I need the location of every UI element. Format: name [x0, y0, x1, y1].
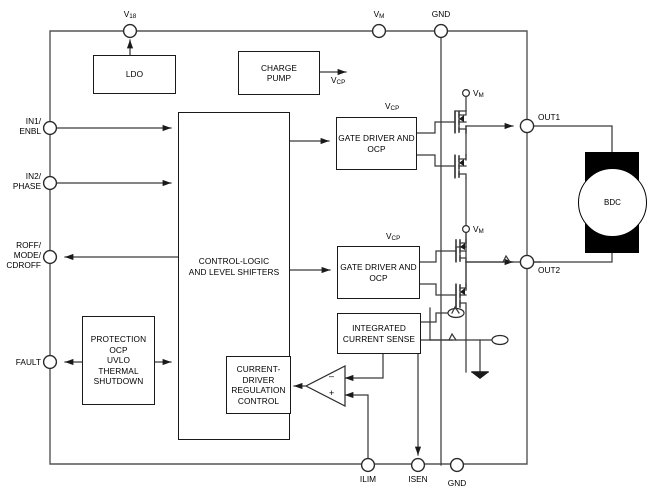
block-charge-pump-label-line1: CHARGE [260, 62, 298, 73]
pin-label-out1: OUT1 [538, 112, 561, 122]
pin-label-fault: FAULT [15, 357, 41, 367]
block-current-driver-label-line2: DRIVER [242, 374, 275, 385]
pin-label-in1-enbl: IN1/ ENBL [0, 116, 41, 136]
net-label-vcp-cp-sub: CP [336, 79, 346, 86]
block-protection-label-line2: OCP [109, 344, 128, 355]
pin-label-in2-line2: PHASE [12, 181, 41, 192]
pin-label-roff-line3: CDROFF [6, 260, 41, 271]
pin-label-in2-phase: IN2/ PHASE [0, 171, 41, 191]
block-gate-driver-2-label-line2: OCP [369, 272, 388, 283]
net-label-vm-hs1-sub: M [478, 92, 484, 99]
net-label-vcp-gd1-base: V [385, 101, 391, 111]
net-label-vcp-gd1-sub: CP [390, 105, 400, 112]
block-protection-label-line5: SHUTDOWN [93, 376, 144, 387]
net-label-vm-hs2-base: V [473, 224, 479, 234]
block-control-logic-label-line2: AND LEVEL SHIFTERS [188, 266, 280, 277]
net-label-vm-half-bridge-2: VM [473, 224, 484, 237]
pin-label-vm-base: V [373, 9, 380, 19]
net-label-vcp-charge-pump-out: VCP [331, 75, 345, 88]
pin-label-roff-line1: ROFF/ [16, 240, 41, 250]
comparator-minus-sign: – [329, 371, 335, 381]
pin-label-roff-mode-cdroff: ROFF/ MODE/ CDROFF [0, 240, 41, 271]
pin-label-roff-line2: MODE/ [13, 250, 41, 261]
block-current-sense-label-line1: INTEGRATED [352, 323, 406, 333]
pin-label-in1-line1: IN1/ [25, 116, 41, 126]
block-gate-driver-1[interactable]: GATE DRIVER AND OCP [336, 117, 417, 170]
block-current-driver-label-line1: CURRENT- [236, 364, 281, 374]
net-label-vcp-gd2-base: V [386, 231, 392, 241]
block-charge-pump-label-line2: PUMP [266, 73, 292, 83]
block-current-driver-label-line3: REGULATION [231, 385, 286, 395]
pin-label-v18: V18 [110, 9, 150, 22]
net-label-vm-hs1-base: V [473, 88, 479, 98]
block-protection-label-line4: THERMAL [98, 365, 139, 376]
block-current-sense-label-line2: CURRENT SENSE [342, 333, 416, 344]
pin-label-gnd-bottom: GND [447, 478, 467, 488]
pin-label-vm-sub: M [379, 13, 385, 20]
pin-label-v18-base: V [123, 9, 130, 19]
block-current-driver-regulation-control[interactable]: CURRENT- DRIVER REGULATION CONTROL [226, 356, 291, 414]
pin-label-gnd-top: GND [431, 9, 451, 19]
block-ldo[interactable]: LDO [93, 55, 176, 94]
block-gate-driver-1-label-line1: GATE DRIVER AND [338, 133, 415, 143]
net-label-vcp-gate-driver-1: VCP [385, 101, 399, 114]
pin-label-in2-line1: IN2/ [25, 171, 41, 181]
block-protection[interactable]: PROTECTION OCP UVLO THERMAL SHUTDOWN [82, 316, 155, 405]
block-charge-pump[interactable]: CHARGE PUMP [238, 51, 320, 95]
block-control-logic-label-line1: CONTROL-LOGIC [198, 256, 270, 266]
block-protection-label-line1: PROTECTION [90, 334, 147, 345]
net-label-vm-half-bridge-1: VM [473, 88, 484, 101]
block-gate-driver-2-label-line1: GATE DRIVER AND [340, 262, 417, 272]
pin-label-v18-sub: 18 [129, 13, 137, 20]
block-gate-driver-2[interactable]: GATE DRIVER AND OCP [337, 246, 420, 299]
pin-label-ilim: ILIM [359, 474, 377, 484]
pin-label-out2: OUT2 [538, 265, 561, 275]
net-label-vcp-gd2-sub: CP [391, 235, 401, 242]
block-gate-driver-1-label-line2: OCP [367, 143, 386, 154]
block-ldo-label: LDO [125, 69, 144, 80]
comparator-plus-sign: + [329, 388, 335, 398]
block-current-driver-label-line4: CONTROL [237, 395, 280, 406]
pin-label-vm-top: VM [359, 9, 399, 22]
pin-label-isen: ISEN [408, 474, 428, 484]
block-protection-label-line3: UVLO [107, 355, 130, 366]
net-label-vm-hs2-sub: M [478, 228, 484, 235]
motor-label: BDC [604, 198, 621, 207]
motor-bdc: BDC [578, 168, 647, 237]
net-label-vcp-gate-driver-2: VCP [386, 231, 400, 244]
block-integrated-current-sense[interactable]: INTEGRATED CURRENT SENSE [337, 313, 421, 354]
pin-label-in1-line2: ENBL [19, 126, 41, 137]
net-label-vcp-cp-base: V [331, 75, 337, 85]
